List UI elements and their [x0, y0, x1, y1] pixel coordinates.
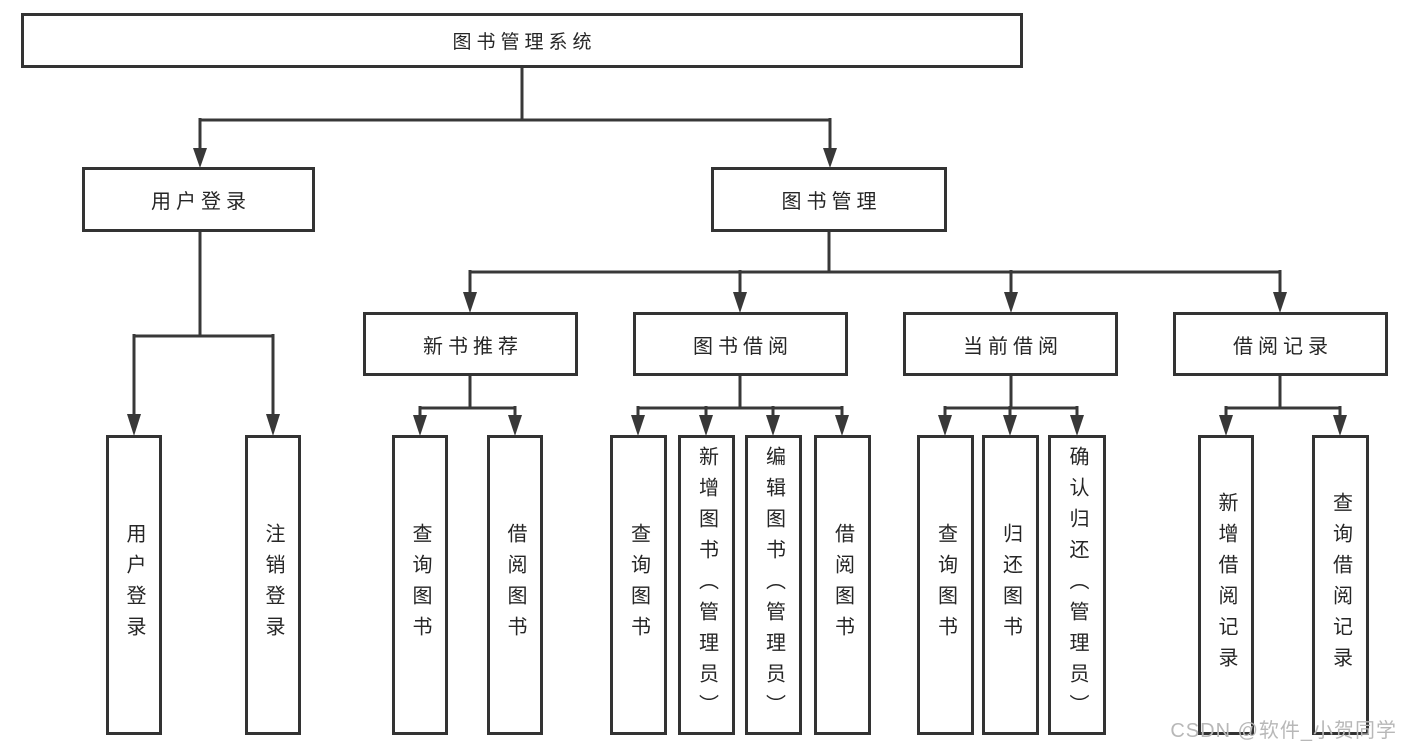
node-label: 用户登录: [151, 191, 251, 213]
node-label: 当前借阅: [963, 335, 1063, 358]
leaf-borrow-books: 借阅图书: [814, 435, 871, 735]
node-library-management-system: 图书管理系统: [21, 13, 1023, 68]
node-user-login: 用户登录: [82, 167, 315, 232]
node-book-management: 图书管理: [711, 167, 947, 232]
leaf-label: 编辑图书（管理员）: [762, 445, 785, 725]
node-label: 图书管理系统: [452, 32, 597, 53]
leaf-label: 用户登录: [123, 523, 145, 647]
leaf-label: 查询图书: [627, 523, 650, 647]
leaf-label: 借阅图书: [831, 523, 854, 647]
leaf-query-borrow-record: 查询借阅记录: [1312, 435, 1369, 735]
leaf-logout: 注销登录: [245, 435, 301, 735]
leaf-add-borrow-record: 新增借阅记录: [1198, 435, 1254, 735]
csdn-watermark: CSDN @软件_小贺同学: [1170, 720, 1397, 742]
node-label: 图书借阅: [693, 335, 793, 358]
leaf-return-books: 归还图书: [982, 435, 1039, 735]
node-label: 借阅记录: [1233, 335, 1333, 358]
leaf-label: 新增图书（管理员）: [695, 445, 718, 725]
leaf-query-books-current: 查询图书: [917, 435, 974, 735]
leaf-confirm-return-admin: 确认归还（管理员）: [1048, 435, 1106, 735]
leaf-label: 查询图书: [409, 523, 431, 647]
node-book-borrowing: 图书借阅: [633, 312, 848, 376]
leaf-user-login: 用户登录: [106, 435, 162, 735]
node-current-borrowing: 当前借阅: [903, 312, 1118, 376]
node-new-book-recommendation: 新书推荐: [363, 312, 578, 376]
leaf-label: 归还图书: [999, 523, 1022, 647]
leaf-query-books-borrow: 查询图书: [610, 435, 667, 735]
leaf-label: 新增借阅记录: [1215, 492, 1237, 678]
leaf-edit-books-admin: 编辑图书（管理员）: [745, 435, 802, 735]
leaf-label: 查询借阅记录: [1329, 492, 1352, 678]
leaf-query-books-recommend: 查询图书: [392, 435, 448, 735]
node-borrowing-records: 借阅记录: [1173, 312, 1388, 376]
leaf-label: 确认归还（管理员）: [1066, 445, 1088, 725]
node-label: 新书推荐: [423, 335, 523, 358]
leaf-label: 注销登录: [262, 523, 284, 647]
leaf-add-books-admin: 新增图书（管理员）: [678, 435, 735, 735]
leaf-borrow-books-recommend: 借阅图书: [487, 435, 543, 735]
node-label: 图书管理: [781, 191, 882, 213]
leaf-label: 查询图书: [934, 523, 957, 647]
leaf-label: 借阅图书: [504, 523, 526, 647]
